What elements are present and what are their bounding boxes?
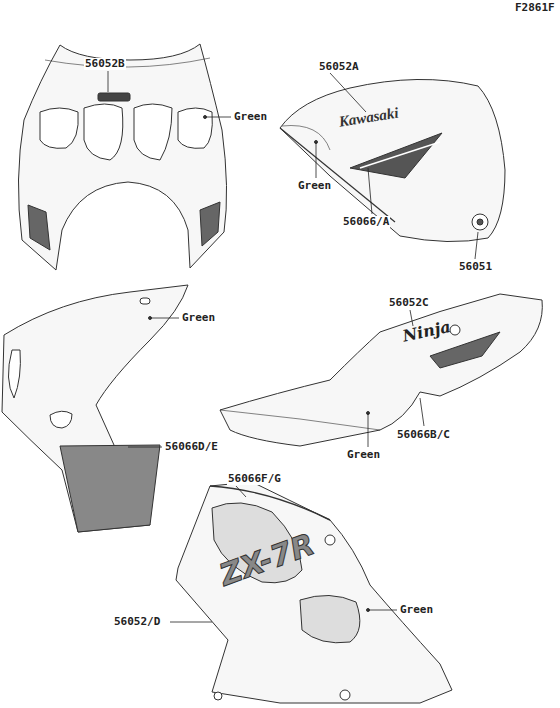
color-note: Green bbox=[181, 312, 216, 324]
leader-lines bbox=[108, 71, 478, 622]
callout-number: 56052B bbox=[84, 58, 126, 70]
color-note: Green bbox=[297, 180, 332, 192]
lower-side-cowl bbox=[176, 482, 452, 703]
color-note: Green bbox=[399, 604, 434, 616]
front-fairing bbox=[18, 44, 226, 270]
callout-number: 56052A bbox=[318, 61, 360, 73]
callout-number: 56052/D bbox=[113, 616, 161, 628]
sheet-number: F2861F bbox=[514, 2, 556, 14]
callout-number: 56051 bbox=[458, 261, 493, 273]
color-note: Green bbox=[346, 449, 381, 461]
callout-number: 56066/A bbox=[342, 216, 390, 228]
callout-number: 56052C bbox=[388, 297, 430, 309]
fuel-tank bbox=[280, 79, 505, 241]
callout-number: 56066D/E bbox=[164, 441, 219, 453]
upper-side-cowl bbox=[2, 285, 188, 532]
callout-number: 56066B/C bbox=[396, 429, 451, 441]
color-note: Green bbox=[233, 111, 268, 123]
callout-number: 56066F/G bbox=[227, 473, 282, 485]
tail-cowl bbox=[220, 294, 542, 446]
